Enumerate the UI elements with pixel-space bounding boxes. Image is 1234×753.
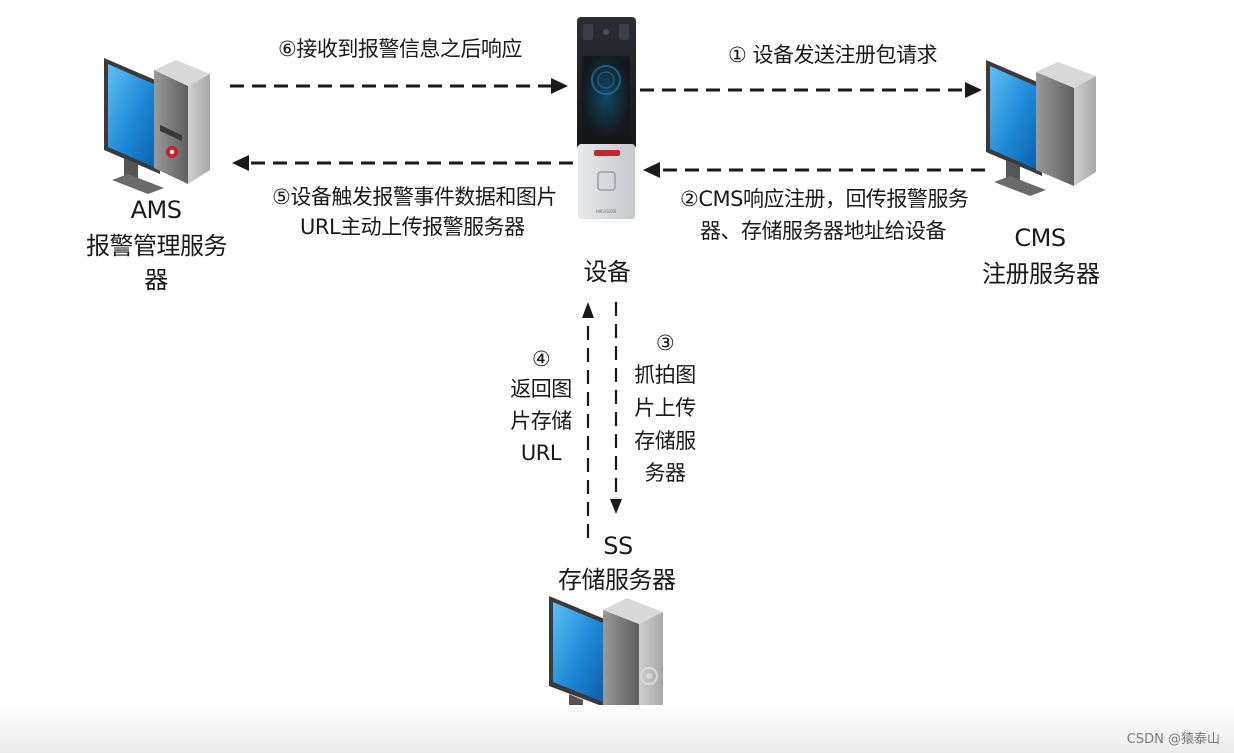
- arrow-step-2-head: [643, 162, 660, 178]
- ams-name-label: AMS: [130, 196, 182, 224]
- step-4-line-1: 返回图: [510, 377, 572, 401]
- arrow-step-1-head: [965, 82, 982, 98]
- device-brand-text: HIKVISION: [596, 209, 617, 214]
- step-5-label-line2: URL主动上传报警服务器: [300, 215, 525, 239]
- step-5-label-line1: ⑤设备触发报警事件数据和图片: [272, 185, 557, 209]
- arrow-step-4-head: [582, 302, 594, 318]
- arrow-step-5-head: [232, 155, 249, 171]
- csdn-watermark: CSDN @猿泰山: [1126, 732, 1220, 747]
- step-4-number: ④: [531, 347, 551, 371]
- arrow-step-3-head: [610, 499, 622, 514]
- step-3-line-4: 务器: [644, 461, 687, 485]
- step-2-label-line2: 器、存储服务器地址给设备: [700, 219, 947, 243]
- ams-role-label: 报警管理服务: [86, 232, 228, 260]
- ams-computer-icon: [104, 58, 210, 194]
- ams-role-wrap-label: 器: [144, 266, 168, 294]
- device-name-label: 设备: [583, 258, 632, 286]
- cms-computer-icon: [986, 60, 1096, 196]
- arrow-step-6-head: [551, 78, 568, 94]
- step-4-line-2: 片存储: [510, 409, 572, 433]
- step-3-line-1: 抓拍图: [634, 363, 696, 387]
- cms-role-label: 注册服务器: [982, 260, 1100, 288]
- step-3-number: ③: [655, 331, 675, 355]
- access-control-device-icon: HIKVISION: [577, 17, 636, 219]
- ss-role-label: 存储服务器: [558, 566, 676, 594]
- step-6-label: ⑥接收到报警信息之后响应: [278, 37, 522, 61]
- step-3-line-2: 片上传: [634, 396, 696, 420]
- cms-name-label: CMS: [1014, 224, 1066, 252]
- step-1-label: ① 设备发送注册包请求: [728, 43, 938, 67]
- ss-name-label: SS: [603, 532, 633, 560]
- step-2-label-line1: ②CMS响应注册，回传报警服务: [680, 187, 969, 211]
- bottom-fade-bar: [0, 705, 1234, 753]
- step-4-line-3: URL: [520, 441, 562, 465]
- step-3-line-3: 存储服: [634, 429, 696, 453]
